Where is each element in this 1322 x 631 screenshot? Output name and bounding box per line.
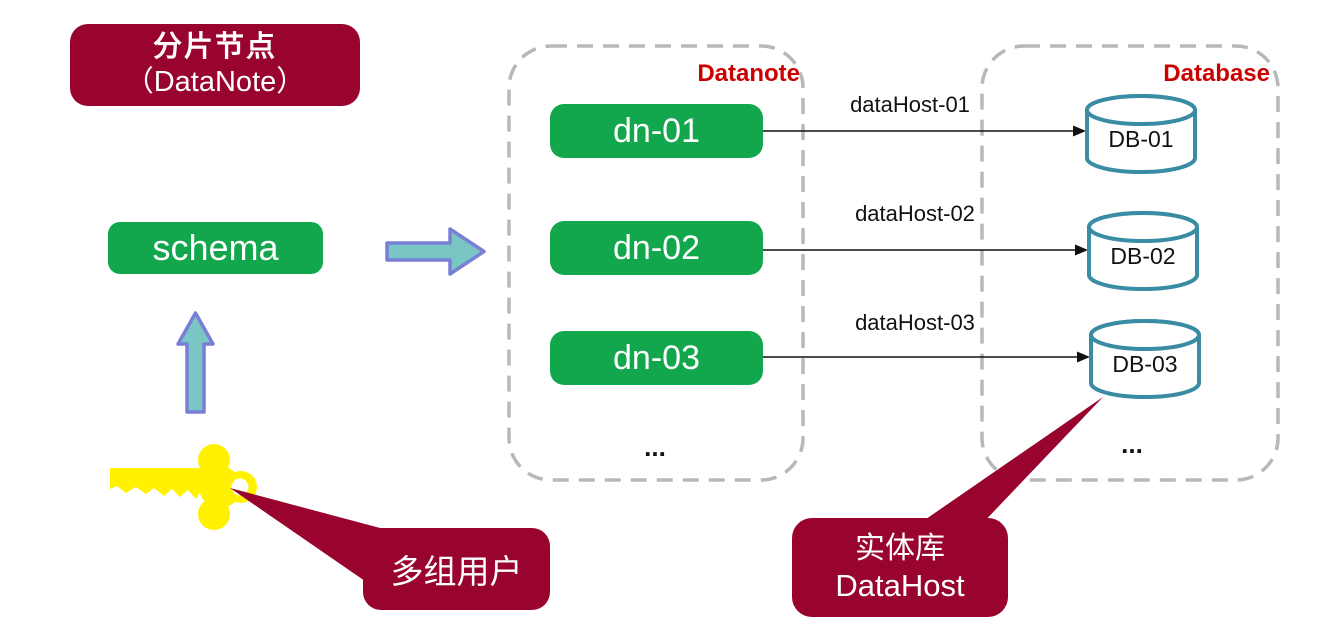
schema-to-datanote-arrow (385, 227, 486, 276)
db-02-label: DB-02 (1110, 243, 1176, 269)
db-01-label: DB-01 (1108, 126, 1174, 152)
connection-arrowhead-3 (1077, 351, 1090, 363)
key-icon (110, 444, 257, 530)
connection-label-1: dataHost-01 (850, 92, 970, 117)
schema-box: schema (108, 222, 323, 274)
datahost-callout-box: 实体库 DataHost (792, 518, 1008, 617)
dn-03-box: dn-03 (550, 331, 763, 385)
datanote-title-box: 分片节点 （DataNote） (70, 24, 360, 106)
db-02-cylinder-icon (1087, 211, 1199, 291)
title-line1: 分片节点 (152, 30, 277, 63)
db-03-label: DB-03 (1112, 351, 1178, 377)
users-callout-label: 多组用户 (390, 552, 523, 591)
datahost-callout-line1: 实体库 (855, 530, 945, 566)
schema-label: schema (152, 227, 279, 268)
database-group-label: Database (1163, 60, 1270, 87)
datahost-callout-tail (913, 397, 1103, 528)
datanote-ellipsis: ... (644, 432, 666, 462)
db-03-cylinder-icon (1089, 319, 1201, 399)
db-01-cylinder-icon (1085, 94, 1197, 174)
dn-01-box: dn-01 (550, 104, 763, 158)
connection-label-2: dataHost-02 (855, 201, 975, 226)
dn-03-label: dn-03 (613, 338, 700, 377)
database-container-border (980, 44, 1280, 482)
datanote-container-border (507, 44, 805, 482)
datanote-group-label: Datanote (697, 60, 800, 87)
dn-02-box: dn-02 (550, 221, 763, 275)
users-callout-box: 多组用户 (363, 528, 550, 610)
connection-label-3: dataHost-03 (855, 310, 975, 335)
datahost-callout-line2: DataHost (835, 567, 965, 603)
title-line2: （DataNote） (124, 66, 306, 98)
connection-arrowhead-2 (1075, 244, 1088, 256)
key-to-schema-arrow (176, 311, 215, 414)
key-shaft (110, 468, 213, 499)
dn-01-label: dn-01 (613, 111, 700, 150)
database-ellipsis: ... (1121, 429, 1143, 459)
dn-02-label: dn-02 (613, 228, 700, 267)
connection-arrowhead-1 (1073, 125, 1086, 137)
